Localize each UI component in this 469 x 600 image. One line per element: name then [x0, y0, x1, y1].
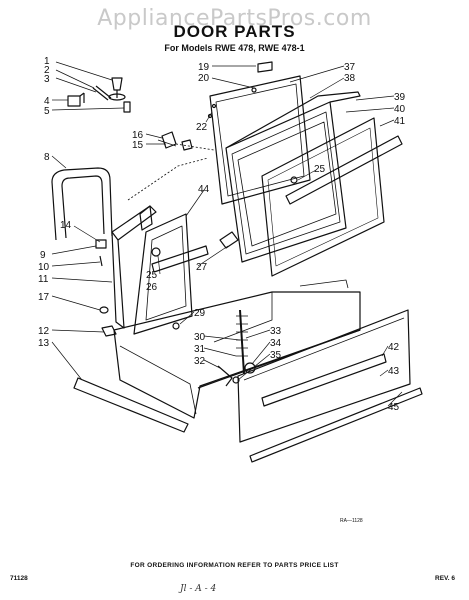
callout-42: 42 — [388, 342, 400, 353]
callout-15: 15 — [132, 140, 144, 151]
side-panel — [111, 231, 125, 329]
door-handle-loop-part — [51, 167, 113, 241]
handwritten-initials: Jl - A - 4 — [180, 584, 217, 594]
drawer-rail-part — [73, 377, 189, 433]
handle-bar-part — [151, 245, 209, 273]
callout-35: 35 — [270, 350, 282, 361]
callout-8: 8 — [44, 152, 50, 163]
callout-39: 39 — [394, 92, 406, 103]
callout-33: 33 — [270, 326, 282, 337]
callout-3: 3 — [44, 74, 50, 85]
callout-41: 41 — [394, 116, 406, 127]
callout-29: 29 — [194, 308, 206, 319]
outer-door-panel — [261, 117, 385, 277]
callout-31: 31 — [194, 344, 206, 355]
callout-16: 16 — [132, 130, 144, 141]
callout-37: 37 — [344, 62, 356, 73]
ordering-note: FOR ORDERING INFORMATION REFER TO PARTS … — [130, 562, 339, 569]
callout-22: 22 — [196, 122, 208, 133]
diagram-subtitle: For Models RWE 478, RWE 478-1 — [164, 43, 305, 53]
callout-38: 38 — [344, 73, 356, 84]
inner-door-liner — [133, 213, 193, 335]
callout-32: 32 — [194, 356, 206, 367]
diagram-title: DOOR PARTS — [173, 22, 296, 41]
page-code: 71128 — [10, 575, 28, 582]
callout-26: 26 — [146, 282, 158, 293]
drawer-trim-strip — [249, 387, 423, 463]
callout-43: 43 — [388, 366, 400, 377]
callout-13: 13 — [38, 338, 50, 349]
callout-25-left: 25 — [146, 270, 158, 281]
callout-5: 5 — [44, 106, 50, 117]
callout-2: 2 — [44, 65, 50, 76]
callout-34: 34 — [270, 338, 282, 349]
door-frame-outer — [209, 75, 311, 205]
callout-45: 45 — [388, 402, 400, 413]
drawer-front-panel — [237, 309, 411, 443]
callout-9: 9 — [40, 250, 46, 261]
callout-30: 30 — [194, 332, 206, 343]
clip-part — [123, 101, 131, 113]
revision-label: REV. 6 — [435, 575, 455, 582]
watermark: AppliancePartsPros.com — [97, 6, 372, 31]
callout-12: 12 — [38, 326, 50, 337]
callout-17: 17 — [38, 292, 50, 303]
callout-20: 20 — [198, 73, 210, 84]
callout-4: 4 — [44, 96, 50, 107]
figure-code: RA—1128 — [340, 518, 363, 524]
callout-11: 11 — [38, 274, 49, 285]
hinge-bolt-part — [108, 77, 126, 101]
drawer-handle — [261, 353, 387, 407]
callout-14: 14 — [60, 220, 72, 231]
callout-40: 40 — [394, 104, 406, 115]
drawer-spring — [236, 315, 248, 357]
callout-27: 27 — [196, 262, 208, 273]
hinge-pin-part — [92, 85, 112, 101]
bracket-part — [257, 61, 273, 73]
storage-drawer-body — [113, 291, 361, 419]
callout-44: 44 — [198, 184, 210, 195]
hinge-block-part — [67, 92, 85, 107]
window-frame-part — [225, 101, 347, 263]
callout-19: 19 — [198, 62, 210, 73]
door-handle-bar — [285, 135, 403, 205]
side-panel-top — [111, 205, 157, 241]
callout-1: 1 — [44, 56, 50, 67]
callout-10: 10 — [38, 262, 50, 273]
callout-25-right: 25 — [314, 164, 326, 175]
